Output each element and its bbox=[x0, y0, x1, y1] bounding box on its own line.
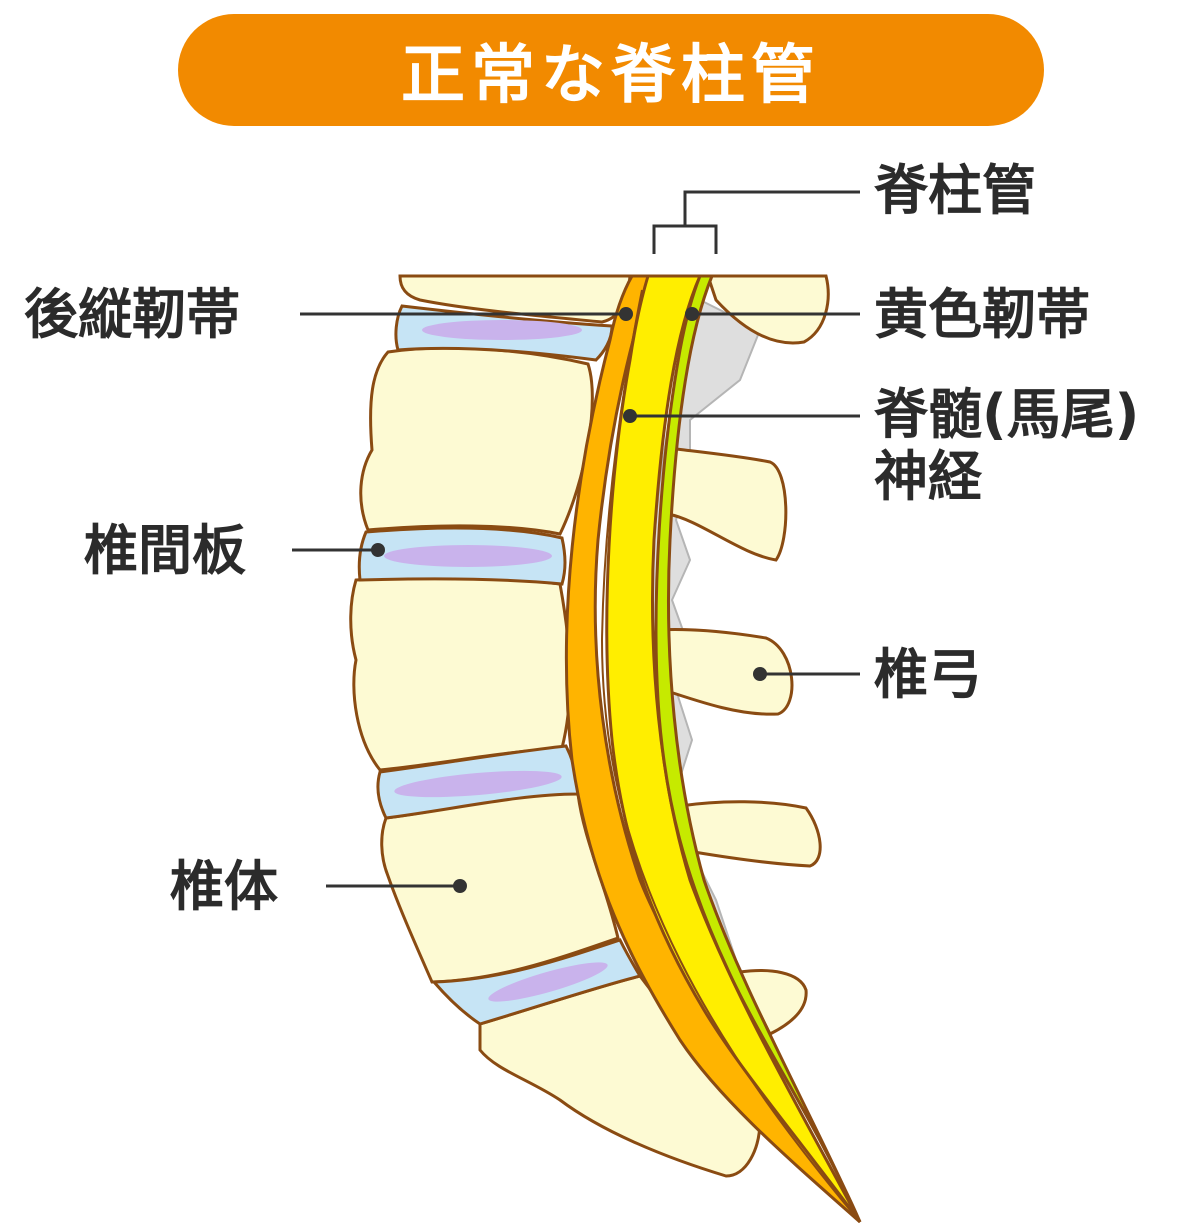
leader-lines bbox=[292, 190, 860, 888]
vertebral-arch-4 bbox=[678, 800, 822, 868]
dot-vertebral-body bbox=[453, 879, 467, 893]
vertebral-arch-top bbox=[705, 274, 830, 345]
title-banner: 正常な脊柱管 bbox=[178, 14, 1044, 126]
ligamentum-flavum bbox=[654, 274, 862, 1223]
disc-core-1 bbox=[422, 320, 582, 340]
disc-core-2 bbox=[384, 545, 552, 567]
vertebral-body-2 bbox=[349, 575, 572, 772]
label-vertebral-arch: 椎弓 bbox=[874, 643, 982, 706]
cord-inner-line-1 bbox=[600, 289, 861, 1223]
title-text: 正常な脊柱管 bbox=[401, 39, 821, 113]
label-intervertebral-disc: 椎間板 bbox=[84, 519, 246, 582]
leader-dots bbox=[371, 307, 767, 893]
disc-core-4 bbox=[488, 962, 608, 1002]
label-posterior-longitudinal-ligament: 後縦靭帯 bbox=[24, 283, 240, 346]
dot-vertebral-arch bbox=[753, 667, 767, 681]
dot-intervertebral-disc bbox=[371, 543, 385, 557]
label-vertebral-body: 椎体 bbox=[170, 855, 278, 918]
leader-spinal-canal bbox=[652, 190, 860, 254]
label-spinal-canal: 脊柱管 bbox=[874, 159, 1036, 222]
disc-core-3 bbox=[394, 770, 562, 798]
dot-posterior-ligament bbox=[619, 307, 633, 321]
dot-spinal-cord bbox=[623, 409, 637, 423]
label-ligamentum-flavum: 黄色靭帯 bbox=[874, 283, 1090, 346]
label-spinal-cord: 脊髄(馬尾) 神経 bbox=[874, 384, 1139, 508]
dot-ligamentum-flavum bbox=[685, 307, 699, 321]
label-spinal-cord-line2: 神経 bbox=[874, 445, 982, 508]
spinal-cord bbox=[605, 274, 862, 1223]
posterior-longitudinal-ligament bbox=[564, 274, 862, 1224]
vertebral-body-1 bbox=[359, 346, 594, 536]
label-spinal-cord-line1: 脊髄(馬尾) bbox=[874, 383, 1140, 446]
vertebral-arch-2 bbox=[666, 446, 788, 562]
